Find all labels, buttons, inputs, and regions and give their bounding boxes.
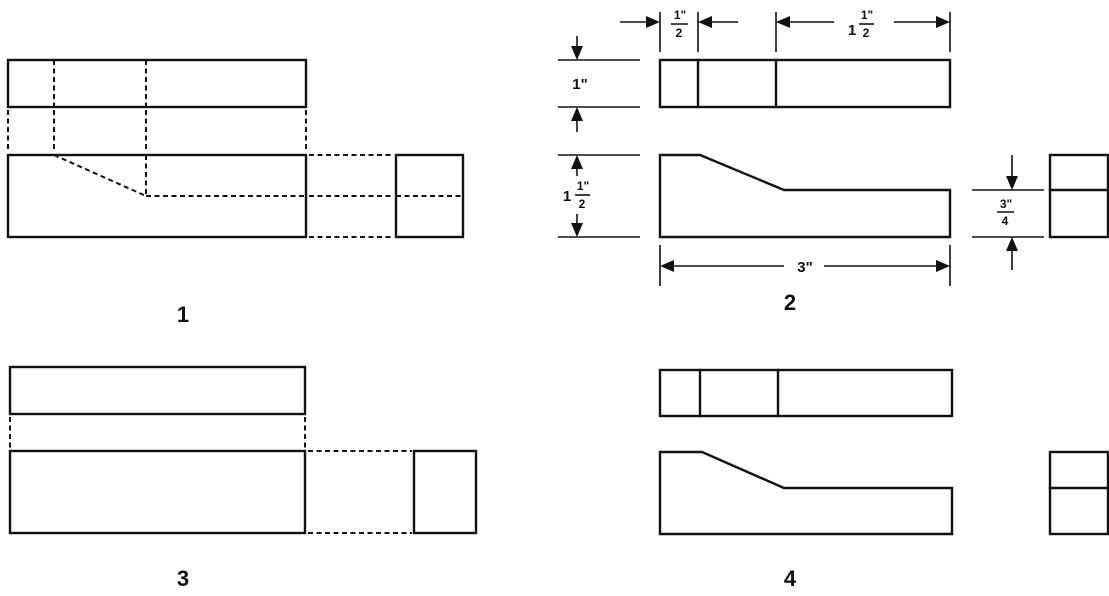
dim-arrowhead: [571, 155, 583, 169]
view-set-1: 1: [6, 58, 465, 327]
dim-numerator: 1": [577, 179, 589, 193]
view2-side-view: [1048, 153, 1109, 239]
dim-arrowhead: [1006, 176, 1018, 190]
view4-front-view: [658, 450, 954, 536]
view3-front-view: [8, 449, 307, 535]
view4-top-view: [658, 368, 954, 418]
dim-denominator: 4: [1002, 214, 1009, 228]
dim-one-inch: 1": [572, 76, 587, 93]
dim-arrowhead: [571, 223, 583, 237]
dim-half-numerator: 1": [674, 8, 686, 22]
view3-side-view: [412, 449, 478, 535]
dim-arrowhead: [776, 16, 790, 28]
dim-whole: 1: [848, 22, 856, 39]
view1-front-view: [6, 153, 308, 239]
figure-label-4: 4: [784, 566, 797, 591]
figure-label-2: 2: [784, 290, 796, 315]
figure-label-1: 1: [177, 302, 189, 327]
view1-front-hidden-slope: [53, 154, 147, 197]
view4-side-view: [1048, 450, 1109, 536]
dim-three-inch: 3": [797, 259, 812, 276]
view-set-4: 4: [658, 368, 1109, 591]
view1-top-view: [6, 58, 308, 109]
dim-arrowhead: [936, 16, 950, 28]
dim-numerator: 3": [1000, 197, 1012, 211]
dim-numerator: 1": [861, 8, 873, 22]
view3-top-view: [8, 365, 307, 416]
dim-arrowhead: [936, 260, 950, 272]
view2-front-view: [658, 153, 952, 239]
dim-arrowhead: [646, 16, 660, 28]
dim-half-denominator: 2: [676, 26, 683, 40]
figure-label-3: 3: [177, 566, 189, 591]
view-set-3: 3: [8, 365, 478, 591]
dim-denominator: 2: [579, 197, 586, 211]
dim-denominator: 2: [863, 26, 870, 40]
dim-whole: 1: [563, 188, 571, 205]
view2-top-view: [658, 58, 952, 109]
dim-arrowhead: [1006, 237, 1018, 251]
dim-arrowhead: [660, 260, 674, 272]
view-set-2: 1" 2 1 1" 2 1" 1 1" 2: [558, 8, 1109, 315]
dim-arrowhead: [571, 46, 583, 60]
dim-arrowhead: [698, 16, 712, 28]
dim-arrowhead: [571, 107, 583, 121]
